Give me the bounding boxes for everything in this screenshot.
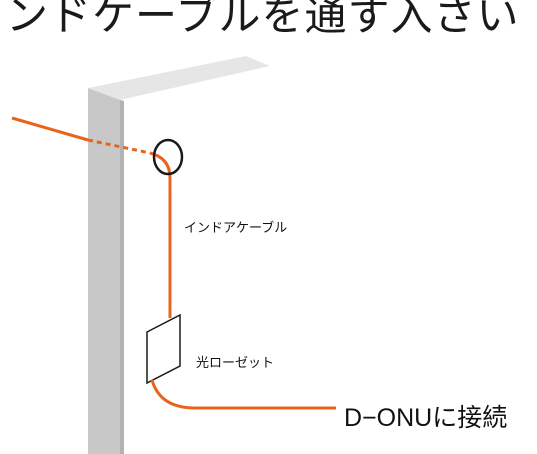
donu-cable [150, 379, 336, 410]
entry-point-circle-icon [152, 138, 184, 176]
optical-rosette-label: 光ローゼット [196, 356, 275, 371]
connect-donu-label: D−ONUに接続 [344, 404, 508, 432]
outdoor-cable [11, 116, 89, 142]
optical-rosette-icon [146, 313, 181, 385]
indoor-cable-label: インドアケーブル [184, 221, 288, 236]
wall-top [88, 56, 270, 100]
wall-edge [120, 100, 124, 454]
wall-front [88, 88, 120, 454]
cable-through-wall [87, 138, 151, 155]
indoor-cable-line [149, 151, 172, 318]
heading-text: ンドケーブルを通す入さい [6, 0, 520, 40]
